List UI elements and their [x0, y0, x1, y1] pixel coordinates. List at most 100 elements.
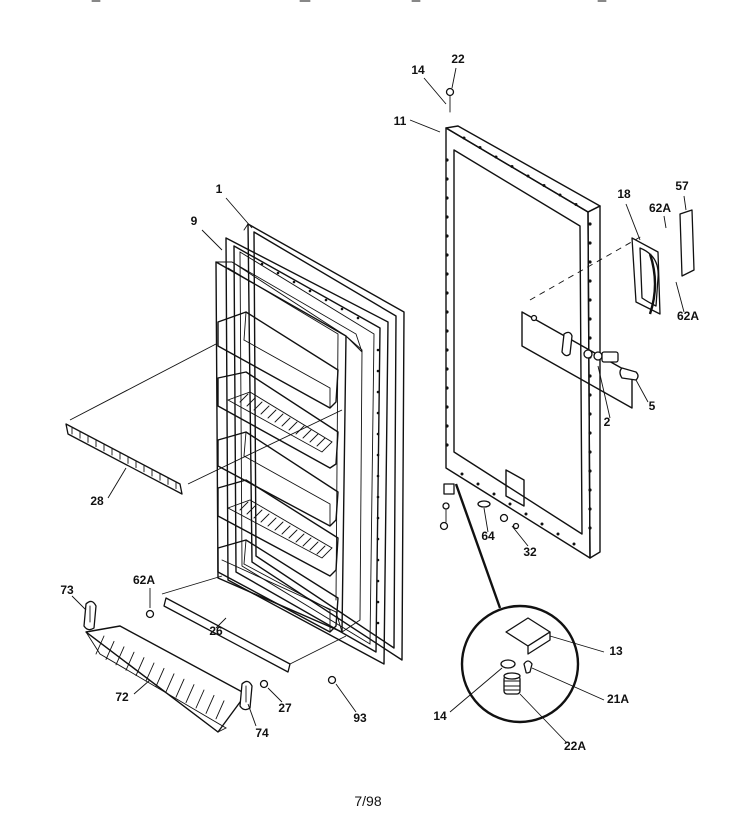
rack-wire [288, 421, 298, 431]
leader-c62a_top [663, 215, 667, 229]
frame-hole [588, 260, 592, 264]
leader-c27 [267, 687, 283, 703]
leader-c57 [683, 195, 687, 211]
frame-hole [460, 472, 464, 476]
frame-hole [445, 310, 449, 314]
leader-c5 [635, 379, 649, 403]
screw-part-27 [259, 679, 269, 689]
frame-hole [445, 443, 449, 447]
frame-hole [445, 329, 449, 333]
door-shelf-1 [217, 311, 339, 409]
leader-c22_top [451, 67, 457, 89]
callout-label-c93: 93 [353, 711, 367, 725]
rack-wire [274, 413, 284, 423]
shelf-bar-part-28 [65, 423, 183, 495]
frame-hole [445, 291, 449, 295]
leader-c11 [409, 119, 441, 133]
frame-hole [588, 279, 592, 283]
screw-part-32 [499, 513, 520, 530]
frame-hole [494, 155, 498, 159]
handle-part-18 [631, 237, 661, 315]
callout-leaders [71, 67, 687, 743]
basket-wire [115, 646, 125, 666]
door-panel-outer [243, 223, 405, 661]
callout-label-c62a_left: 62A [133, 573, 155, 587]
callout-labels: 19287362A26722774931422111862A5762A25643… [60, 52, 699, 753]
frame-hole [445, 253, 449, 257]
gasket-hole [376, 369, 380, 373]
callout-label-c62a_top: 62A [649, 201, 671, 215]
frame-hole [508, 502, 512, 506]
rack-wire [302, 537, 312, 547]
detail-washer-part-14 [500, 659, 516, 669]
frame-hole [510, 165, 514, 168]
leader-c32 [511, 525, 529, 547]
frame-hole [588, 431, 592, 435]
door-shelf-5 [217, 539, 339, 633]
gasket-hole [260, 262, 264, 266]
clip-part-74 [239, 680, 253, 711]
door-basket-part-72 [85, 625, 247, 733]
frame-hole [588, 412, 592, 416]
gasket-hole [376, 579, 380, 583]
frame-bottom-cutout [505, 469, 525, 507]
callout-label-c22a: 22A [564, 739, 586, 753]
rack-wire [316, 545, 326, 555]
frame-hole [492, 492, 496, 496]
gasket-hole [376, 432, 380, 436]
leader-c14_detail [449, 667, 503, 713]
frame-hole [588, 336, 592, 340]
leader-c9 [201, 229, 223, 251]
rack-wire [260, 405, 270, 415]
basket-wire [145, 662, 155, 682]
callout-label-c2: 2 [604, 415, 611, 429]
callout-label-c64: 64 [481, 529, 495, 543]
frame-hole [588, 317, 592, 321]
rack-wire [239, 393, 249, 403]
gasket-hole [376, 390, 380, 394]
basket-wire [105, 640, 115, 660]
rack-wire [267, 409, 277, 419]
door-frame-part-11 [445, 125, 601, 559]
washer-part-64 [477, 500, 491, 508]
rack-wire [281, 417, 291, 427]
rack-wire [246, 397, 256, 407]
bottom-hinge-parts [439, 483, 455, 531]
door-liner [215, 261, 363, 633]
callout-label-c62a_right: 62A [677, 309, 699, 323]
frame-hole [542, 184, 546, 187]
door-gasket [225, 237, 389, 665]
callout-label-c28: 28 [90, 494, 104, 508]
basket-wire [205, 694, 215, 714]
callout-label-c73: 73 [60, 583, 74, 597]
basket-wire [195, 689, 205, 709]
dashed-guide-handle [529, 235, 643, 301]
frame-hole [588, 488, 592, 492]
callout-label-c9: 9 [191, 214, 198, 228]
rack-wire [253, 401, 263, 411]
rack-wire [274, 521, 284, 531]
detail-bracket-part-13 [505, 617, 551, 655]
frame-hole [588, 374, 592, 378]
callout-label-c21a: 21A [607, 692, 629, 706]
clip-part-73 [83, 600, 97, 631]
frame-hole [445, 158, 449, 162]
rack-wire [246, 505, 256, 515]
basket-wire [155, 667, 165, 687]
door-shelf-3 [217, 431, 339, 527]
callout-label-c72: 72 [115, 690, 129, 704]
gasket-hole [376, 411, 380, 415]
rack-wire [239, 501, 249, 511]
frame-hole [445, 272, 449, 276]
callout-label-c74: 74 [255, 726, 269, 740]
frame-hole [572, 542, 576, 546]
fitting-part-5 [619, 367, 639, 381]
frame-hole [445, 367, 449, 371]
basket-wire [185, 684, 195, 704]
gasket-hole [308, 289, 312, 293]
gasket-hole [356, 316, 360, 320]
gasket-hole [276, 271, 280, 275]
gasket-hole [376, 495, 380, 499]
gasket-hole [376, 474, 380, 478]
